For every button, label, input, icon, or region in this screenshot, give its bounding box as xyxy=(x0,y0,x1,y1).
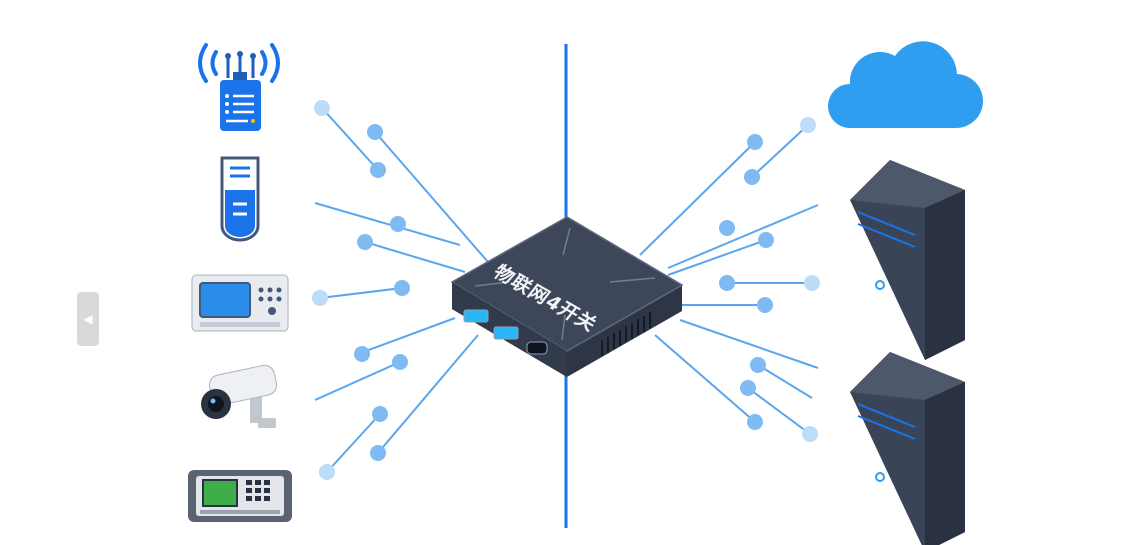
smart-thermos-icon xyxy=(220,156,260,242)
wifi-router-icon xyxy=(198,43,280,131)
previous-button[interactable]: ◀ xyxy=(77,292,99,346)
server-tower-icon xyxy=(850,352,965,545)
connection-dots xyxy=(312,100,820,480)
iot-switch-device xyxy=(450,216,684,377)
caret-left-icon: ◀ xyxy=(83,312,93,326)
server-tower-icon xyxy=(850,160,965,360)
control-panel-icon xyxy=(191,274,289,332)
security-camera-icon xyxy=(201,364,278,428)
keypad-terminal-icon xyxy=(188,470,292,522)
cloud-icon xyxy=(828,41,984,129)
connection-lines xyxy=(314,107,819,473)
